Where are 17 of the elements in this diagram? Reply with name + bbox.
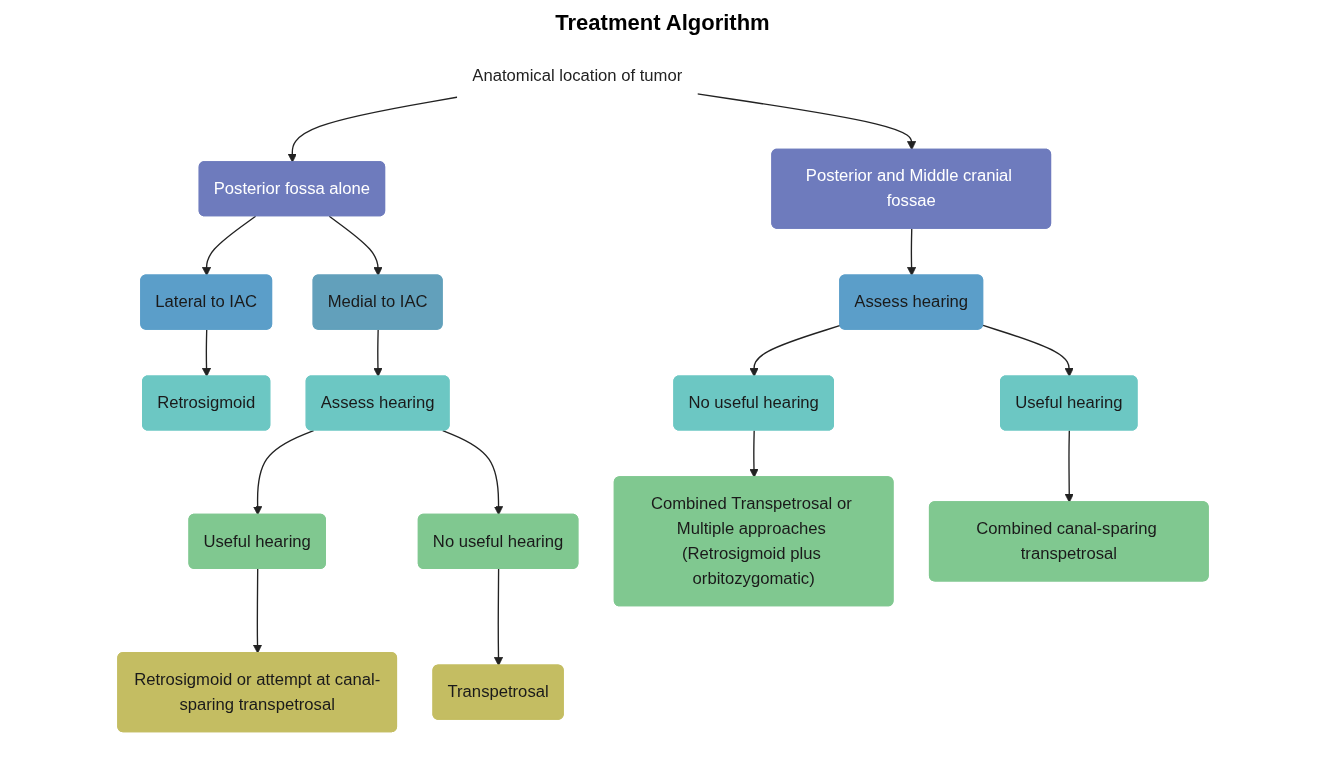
diagram-title: Treatment Algorithm	[555, 10, 770, 36]
arrow	[981, 324, 1074, 377]
arrow	[328, 215, 383, 276]
arrow	[252, 568, 262, 654]
node-text: Anatomical location of tumor	[471, 66, 682, 84]
arrow	[201, 329, 211, 377]
arrow	[748, 324, 841, 377]
arrow	[1064, 429, 1074, 503]
arrow	[748, 429, 759, 478]
arrow	[287, 96, 459, 163]
arrow	[441, 429, 503, 516]
arrow	[201, 215, 256, 276]
arrow	[493, 568, 503, 667]
arrow	[906, 228, 916, 276]
arrow	[252, 429, 314, 516]
arrow	[696, 93, 916, 151]
arrow	[372, 329, 383, 377]
